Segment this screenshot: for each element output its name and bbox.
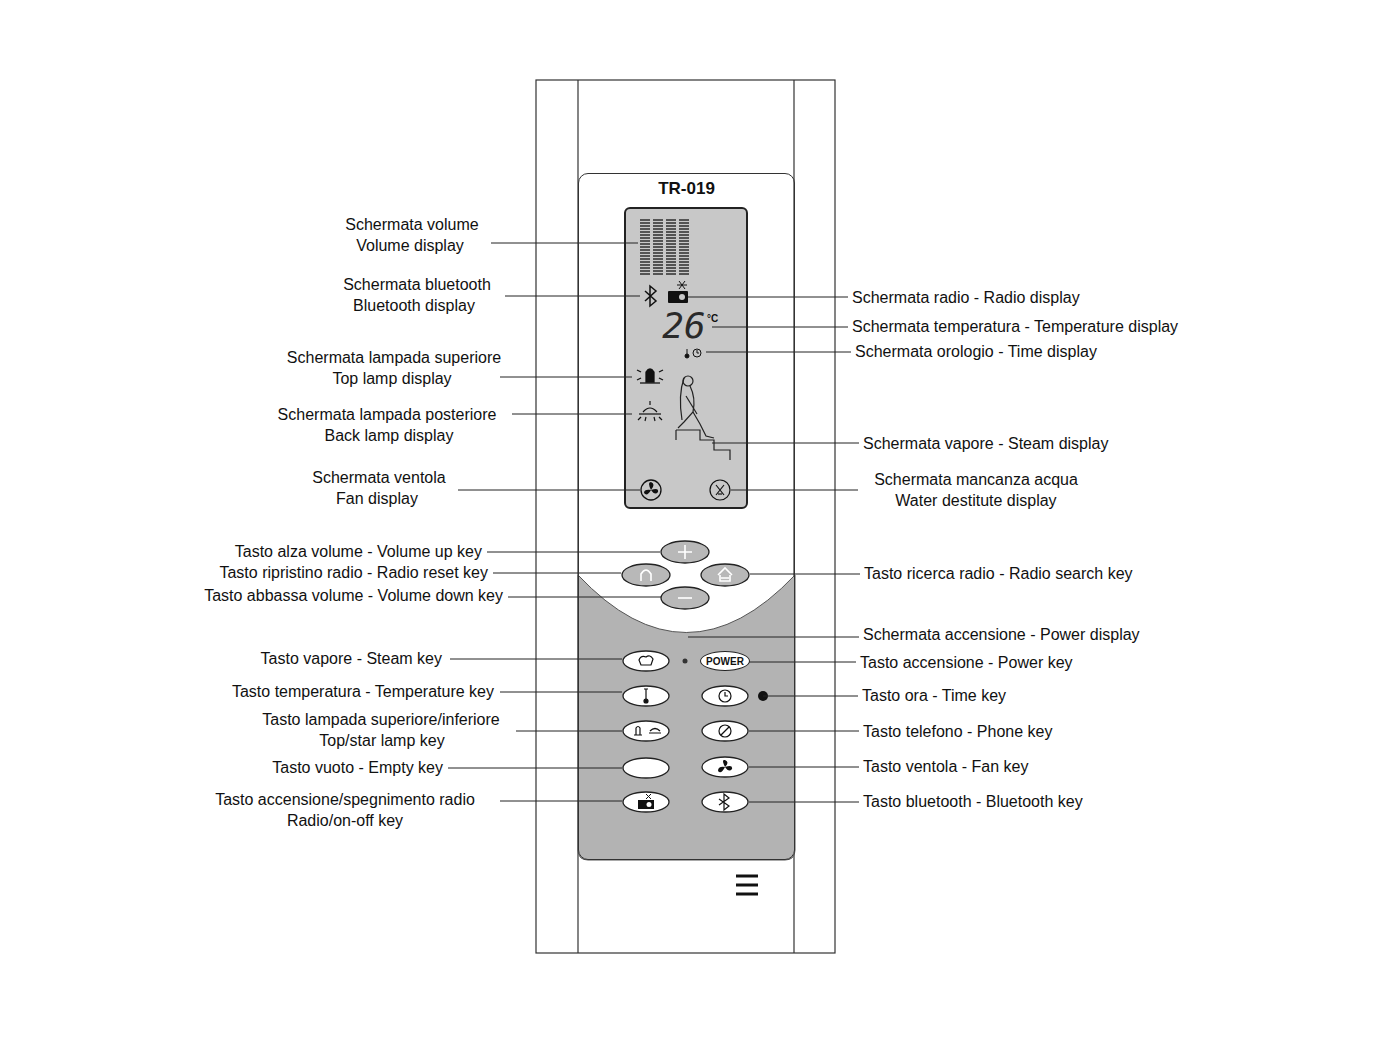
callout-label: Schermata bluetooth bbox=[343, 276, 491, 294]
callout-label: Bluetooth display bbox=[353, 297, 475, 315]
reset-symbol bbox=[641, 570, 651, 581]
lamp-key bbox=[623, 721, 669, 741]
keypad-area bbox=[578, 575, 795, 860]
callout-label: Tasto accensione - Power key bbox=[860, 654, 1073, 672]
callout-label: Tasto alza volume - Volume up key bbox=[235, 543, 482, 561]
callout-label: Schermata volume bbox=[345, 216, 478, 234]
empty-key bbox=[623, 758, 669, 778]
remote-housing bbox=[536, 80, 835, 953]
callout-label: Tasto ventola - Fan key bbox=[863, 758, 1028, 776]
clock-glyph bbox=[719, 690, 731, 702]
callout-label: Tasto vuoto - Empty key bbox=[272, 759, 443, 777]
callout-label: Tasto vapore - Steam key bbox=[261, 650, 442, 668]
callout-label: Tasto accensione/spegnimento radio bbox=[215, 791, 475, 809]
callout-label: Volume display bbox=[356, 237, 464, 255]
volume-bars bbox=[640, 218, 689, 276]
model-name: TR-019 bbox=[658, 180, 715, 199]
menu-mark bbox=[736, 876, 758, 894]
callout-label: Water destitute display bbox=[895, 492, 1056, 510]
callout-label: Schermata vapore - Steam display bbox=[863, 435, 1108, 453]
bluetooth-icon bbox=[645, 286, 656, 306]
callout-label: Fan display bbox=[336, 490, 418, 508]
leader-lines bbox=[448, 243, 860, 802]
key-label: POWER bbox=[706, 656, 744, 667]
callout-label: Tasto bluetooth - Bluetooth key bbox=[863, 793, 1083, 811]
callout-label: Schermata lampada posteriore bbox=[278, 406, 497, 424]
callout-label: Tasto ora - Time key bbox=[862, 687, 1006, 705]
steam-figure bbox=[676, 376, 730, 460]
callout-label: Schermata ventola bbox=[312, 469, 445, 487]
callout-label: Tasto ripristino radio - Radio reset key bbox=[219, 564, 488, 582]
plus-symbol bbox=[678, 545, 692, 559]
fan-glyph bbox=[718, 760, 732, 772]
callout-label: Schermata radio - Radio display bbox=[852, 289, 1080, 307]
radio-search-key bbox=[701, 564, 749, 586]
callout-label: Schermata accensione - Power display bbox=[863, 626, 1140, 644]
callout-label: Schermata mancanza acqua bbox=[874, 471, 1078, 489]
callout-label: Tasto temperatura - Temperature key bbox=[232, 683, 494, 701]
bluetooth-glyph bbox=[719, 794, 729, 810]
steam-key bbox=[623, 651, 669, 671]
temperature-digits: 26 bbox=[662, 307, 705, 345]
lcd-screen bbox=[625, 208, 747, 508]
callout-label: Schermata lampada superiore bbox=[287, 349, 501, 367]
steam-glyph bbox=[639, 656, 653, 665]
back-lamp-icon bbox=[638, 401, 662, 421]
lamp-glyph bbox=[634, 727, 661, 736]
phone-glyph bbox=[719, 725, 731, 737]
callout-label: Radio/on-off key bbox=[287, 812, 403, 830]
bluetooth-key bbox=[702, 792, 748, 812]
callout-label: Tasto ricerca radio - Radio search key bbox=[864, 565, 1133, 583]
callout-label: Schermata temperatura - Temperature disp… bbox=[852, 318, 1178, 336]
phone-key bbox=[702, 721, 748, 741]
callout-label: Back lamp display bbox=[325, 427, 454, 445]
thermometer-glyph bbox=[644, 689, 648, 699]
fan-icon bbox=[641, 480, 661, 500]
volume-up-key bbox=[661, 541, 709, 563]
water-icon bbox=[710, 480, 730, 500]
degree-unit: °C bbox=[707, 313, 718, 324]
time-key bbox=[702, 686, 748, 706]
radio-key bbox=[623, 792, 669, 812]
callout-label: Top/star lamp key bbox=[319, 732, 444, 750]
power-indicator bbox=[683, 659, 688, 664]
radio-glyph bbox=[638, 794, 654, 809]
callout-label: Top lamp display bbox=[332, 370, 451, 388]
time-icon bbox=[685, 349, 701, 358]
fan-key bbox=[702, 757, 748, 777]
remote-panel: TR-019POWER bbox=[578, 173, 795, 860]
radio-reset-key bbox=[622, 564, 670, 586]
temperature-key bbox=[623, 686, 669, 706]
radio-icon bbox=[668, 281, 688, 303]
callout-label: Schermata orologio - Time display bbox=[855, 343, 1097, 361]
top-lamp-icon bbox=[637, 369, 663, 383]
minus-symbol bbox=[678, 597, 692, 599]
callout-label: Tasto lampada superiore/inferiore bbox=[262, 711, 499, 729]
callout-label: Tasto telefono - Phone key bbox=[863, 723, 1052, 741]
search-symbol bbox=[718, 568, 732, 581]
power-key: POWER bbox=[700, 651, 750, 671]
callout-label: Tasto abbassa volume - Volume down key bbox=[204, 587, 503, 605]
volume-down-key bbox=[661, 587, 709, 609]
